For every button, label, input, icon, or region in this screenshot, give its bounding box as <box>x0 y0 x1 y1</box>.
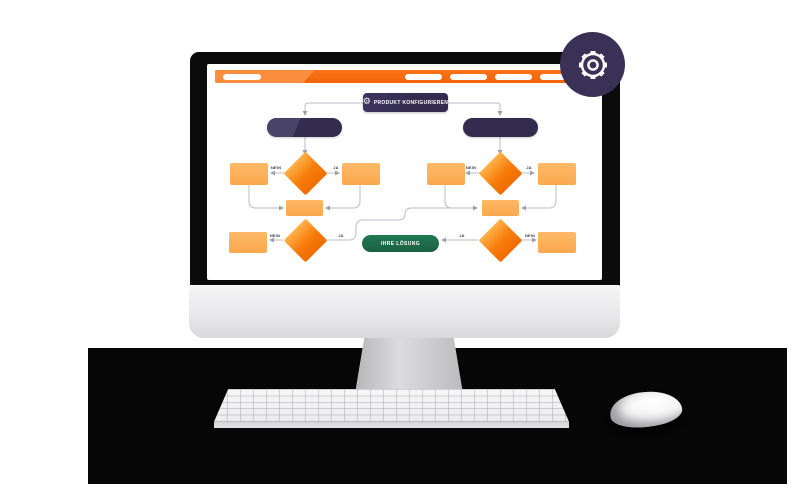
no-label: NEIN <box>269 232 281 238</box>
flowchart-connectors <box>248 102 557 243</box>
gear-badge <box>560 32 625 97</box>
keyboard <box>214 389 569 428</box>
menu-item-placeholder[interactable] <box>450 73 487 80</box>
pill-highlight <box>267 118 301 137</box>
option-box <box>538 163 576 185</box>
solution-button[interactable]: IHRE LÖSUNG <box>362 235 439 252</box>
option-box <box>230 163 268 185</box>
monitor-stand <box>354 336 464 398</box>
monitor-frame: ⚙ PRODUKT KONFIGURIEREN IHRE LÖSUNG NEIN… <box>190 52 620 287</box>
merge-box <box>286 200 323 216</box>
monitor-screen: ⚙ PRODUKT KONFIGURIEREN IHRE LÖSUNG NEIN… <box>207 64 602 280</box>
gear-badge-icon <box>578 50 607 79</box>
configure-product-button[interactable]: ⚙ PRODUKT KONFIGURIEREN <box>363 93 448 112</box>
no-label: NEIN <box>465 165 477 170</box>
option-box <box>342 163 380 185</box>
option-box <box>229 232 267 253</box>
option-box <box>427 163 465 185</box>
topbar-accent <box>215 70 315 83</box>
yes-label: JA <box>338 232 344 238</box>
yes-label: JA <box>333 165 339 170</box>
configure-product-label: PRODUKT KONFIGURIEREN <box>373 99 449 106</box>
option-box <box>538 232 576 253</box>
no-label: NEIN <box>270 165 282 170</box>
merge-box <box>482 200 519 216</box>
branch-pill-right <box>463 118 538 137</box>
gear-icon: ⚙ <box>362 97 371 107</box>
yes-label: JA <box>526 165 532 170</box>
menu-item-placeholder[interactable] <box>495 73 532 80</box>
solution-label: IHRE LÖSUNG <box>380 240 421 247</box>
browser-topbar <box>215 70 593 83</box>
logo-placeholder <box>223 73 261 80</box>
monitor-chin <box>189 285 620 338</box>
no-label: NEIN <box>524 232 536 238</box>
branch-pill-left <box>267 118 342 137</box>
menu-item-placeholder[interactable] <box>540 73 577 80</box>
menu-item-placeholder[interactable] <box>405 73 442 80</box>
yes-label: JA <box>459 232 465 238</box>
